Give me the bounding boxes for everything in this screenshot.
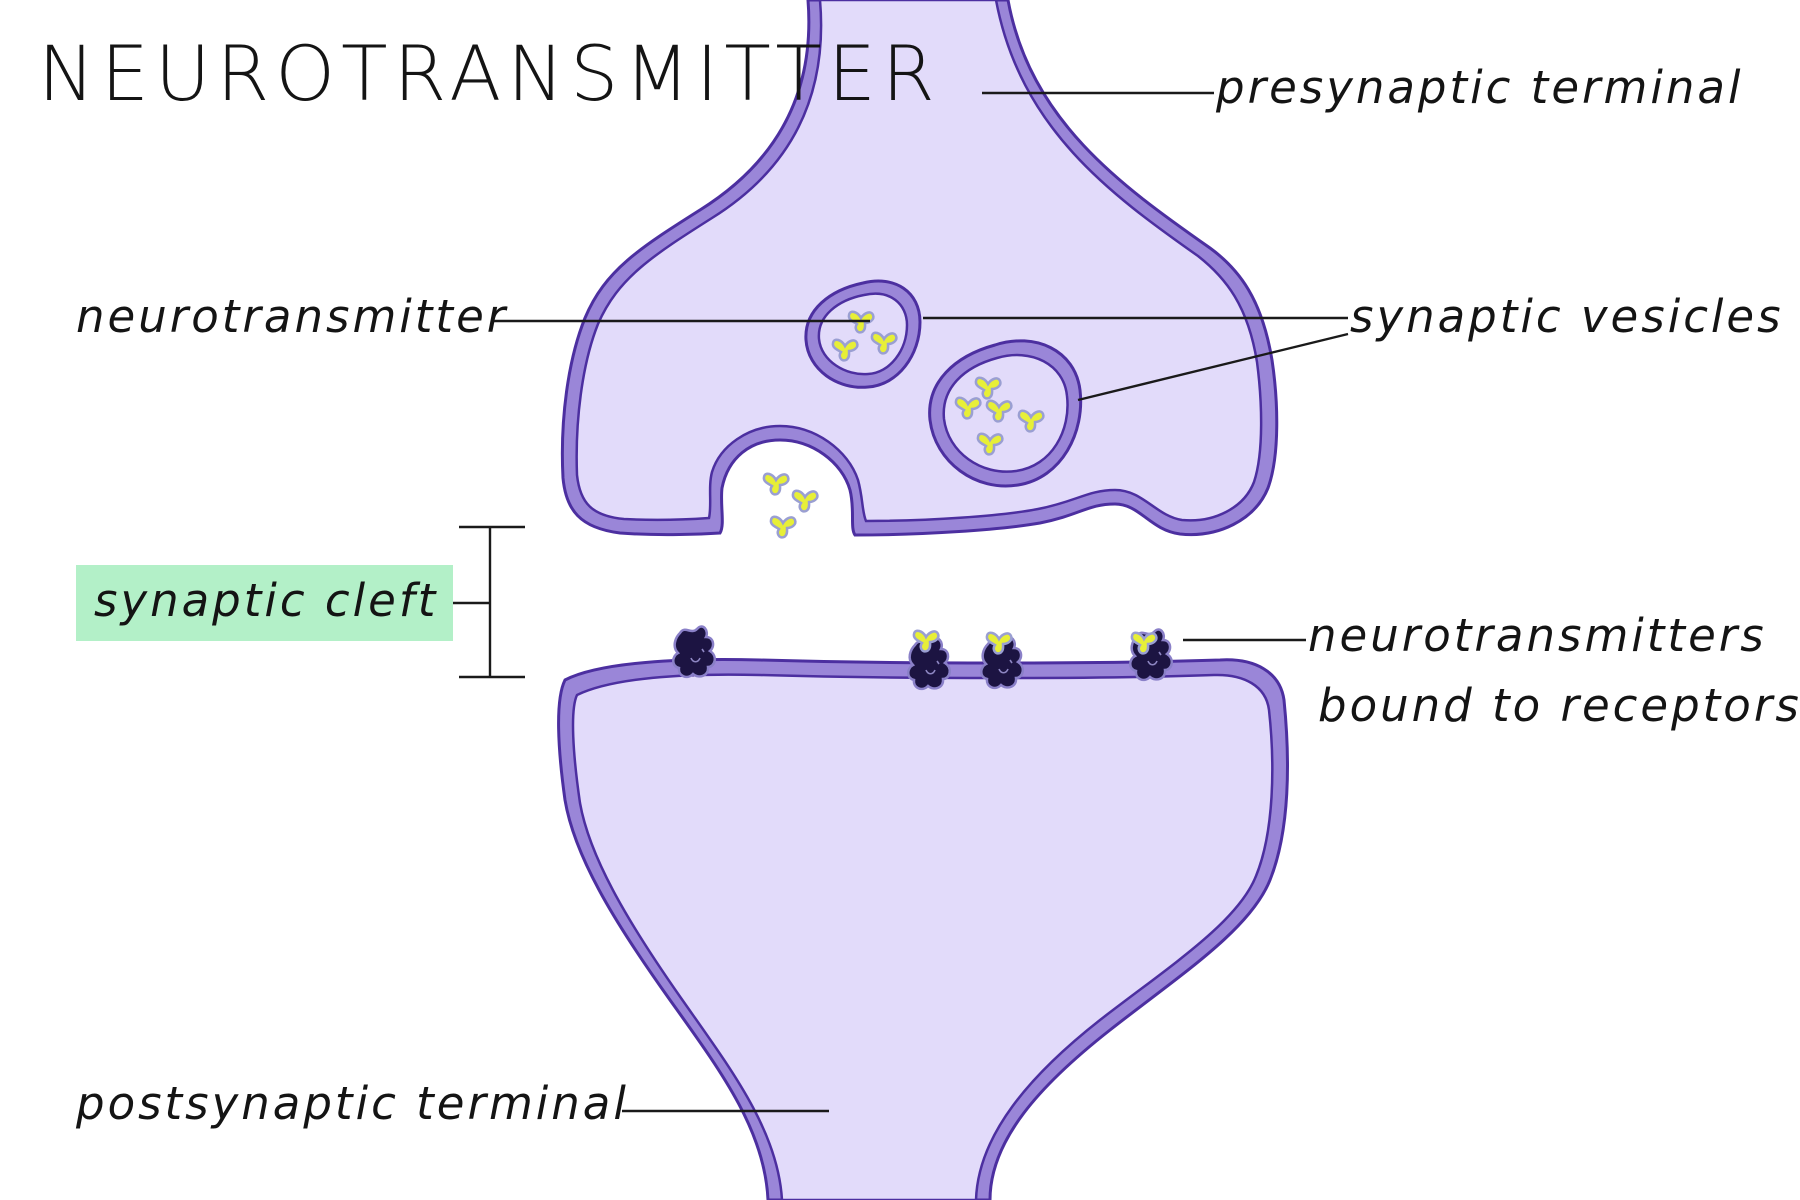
vesicles-leader-line-2 [1077, 332, 1349, 402]
diagram-title: NEUROTRANSMITTER [38, 29, 941, 118]
synaptic-cleft-bracket [453, 525, 525, 679]
presynaptic-terminal [560, 0, 1279, 537]
synaptic-vesicles-label: synaptic vesicles [1350, 290, 1784, 343]
postsynaptic-terminal [557, 658, 1289, 1200]
receptor [672, 625, 717, 679]
synaptic-vesicle-2 [928, 339, 1083, 488]
bound-label-line-1: neurotransmitters [1308, 609, 1767, 662]
postsynaptic-label: postsynaptic terminal [75, 1077, 629, 1130]
neurotransmitter-molecule [791, 489, 819, 513]
presynaptic-label: presynaptic terminal [1215, 61, 1743, 114]
synaptic-cleft-label: synaptic cleft [94, 574, 438, 627]
bound-label-line-2: bound to receptors [1318, 679, 1800, 732]
neurotransmitter-molecule [769, 515, 797, 539]
neurotransmitter-molecule [762, 472, 790, 496]
neurotransmitter-label: neurotransmitter [76, 290, 508, 343]
released-neurotransmitters [762, 472, 819, 539]
synaptic-cleft-highlight [76, 565, 453, 641]
synaptic-vesicle-1 [804, 279, 922, 389]
